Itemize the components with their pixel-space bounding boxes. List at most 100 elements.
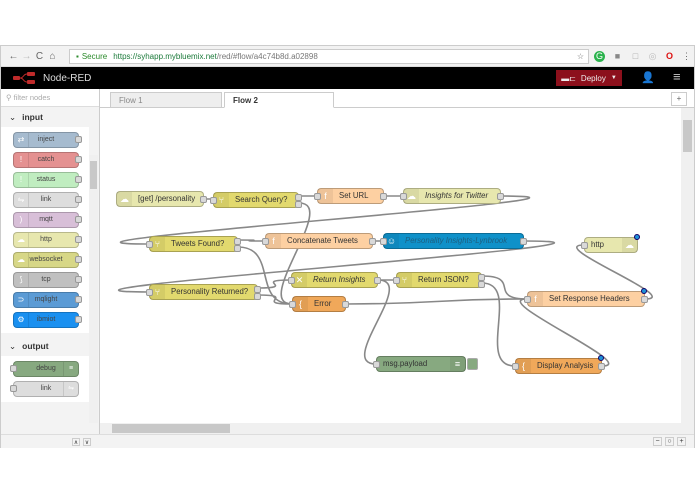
wire[interactable] — [237, 239, 266, 242]
hamburger-menu-icon[interactable]: ≡ — [673, 69, 681, 84]
wire[interactable] — [363, 279, 391, 365]
vertical-scrollbar[interactable] — [681, 108, 694, 423]
palette-node-inject[interactable]: ⇄inject — [13, 132, 82, 148]
flow-node-return-insights[interactable]: ✕Return Insights — [288, 272, 381, 288]
input-port[interactable] — [581, 242, 588, 249]
palette-node-websocket[interactable]: ☁websocket — [13, 252, 82, 268]
wire[interactable] — [119, 195, 531, 245]
extension-icon[interactable]: □ — [632, 51, 639, 61]
input-port[interactable] — [146, 289, 153, 296]
palette-scrollbar[interactable] — [89, 155, 98, 423]
input-port[interactable] — [400, 193, 407, 200]
output-port[interactable] — [641, 296, 648, 303]
palette-node-status[interactable]: !status — [13, 172, 82, 188]
zoom-reset-button[interactable]: ○ — [665, 437, 674, 446]
reload-icon[interactable]: C — [35, 50, 44, 62]
output-port[interactable] — [200, 196, 207, 203]
input-port[interactable] — [262, 238, 269, 245]
wire[interactable] — [237, 246, 293, 305]
input-port[interactable] — [314, 193, 321, 200]
input-port[interactable] — [146, 241, 153, 248]
wire[interactable] — [481, 275, 528, 300]
palette-node-ibmiot[interactable]: ⚙ibmiot — [13, 312, 82, 328]
flow-node-personality-returned[interactable]: ⑂Personality Returned? — [146, 284, 261, 300]
output-port[interactable] — [234, 238, 241, 245]
input-port[interactable] — [393, 277, 400, 284]
opera-icon[interactable]: O — [665, 51, 673, 61]
palette-category-output[interactable]: ⌄output — [1, 336, 99, 356]
deploy-button[interactable]: ▬⊏ Deploy ▼ — [556, 70, 622, 86]
output-port[interactable] — [478, 274, 485, 281]
palette-node-debug[interactable]: ≡debug — [10, 361, 79, 377]
wire[interactable] — [345, 298, 528, 305]
grammarly-icon[interactable]: G — [594, 51, 605, 62]
output-port[interactable] — [520, 238, 527, 245]
forward-icon[interactable]: → — [21, 50, 32, 62]
output-port[interactable] — [598, 363, 605, 370]
input-port[interactable] — [289, 301, 296, 308]
home-icon[interactable]: ⌂ — [49, 50, 56, 62]
flow-node-tweets-found[interactable]: ⑂Tweets Found? — [146, 236, 241, 252]
output-port[interactable] — [374, 277, 381, 284]
input-port[interactable] — [380, 238, 387, 245]
wire[interactable] — [257, 294, 293, 305]
input-port[interactable] — [524, 296, 531, 303]
output-port[interactable] — [295, 201, 302, 208]
output-port[interactable] — [254, 286, 261, 293]
browser-menu-icon[interactable]: ⋮ — [682, 51, 691, 61]
tab-flow-1[interactable]: Flow 1 — [110, 92, 222, 108]
flow-node-insights-for-twitter[interactable]: ☁Insights for Twitter — [400, 188, 504, 204]
palette-node-mqtt[interactable]: )mqtt — [13, 212, 82, 228]
bookmark-star-icon[interactable]: ☆ — [576, 52, 584, 61]
flow-node-search-query[interactable]: ⑂Search Query? — [210, 192, 302, 208]
tab-flow-2[interactable]: Flow 2 — [224, 92, 334, 108]
flow-node-display-analysis[interactable]: {Display Analysis — [512, 355, 605, 374]
output-port[interactable] — [478, 281, 485, 288]
palette-node-http[interactable]: ☁http — [13, 232, 82, 248]
wire[interactable] — [117, 240, 556, 293]
palette-node-catch[interactable]: !catch — [13, 152, 82, 168]
flow-node-get-personality[interactable]: ☁[get] /personality — [116, 191, 207, 207]
user-icon[interactable]: 👤 — [641, 72, 655, 84]
filter-nodes-input[interactable]: ⚲ filter nodes — [1, 89, 99, 107]
horizontal-scrollbar[interactable] — [100, 423, 694, 434]
zoom-out-button[interactable]: − — [653, 437, 662, 446]
output-port[interactable] — [369, 238, 376, 245]
extension-icon[interactable]: ◎ — [648, 51, 657, 61]
output-port[interactable] — [295, 194, 302, 201]
palette-node-link[interactable]: ⇋link — [10, 381, 79, 397]
flow-node-return-json[interactable]: ⑂Return JSON? — [393, 272, 485, 288]
flow-node-error[interactable]: {Error — [289, 296, 349, 312]
output-port[interactable] — [380, 193, 387, 200]
output-port[interactable] — [254, 293, 261, 300]
wire[interactable] — [481, 282, 516, 367]
expand-all-button[interactable]: ∨ — [83, 438, 91, 446]
debug-toggle-button[interactable] — [467, 358, 478, 370]
flow-node-msg-payload[interactable]: ≡msg.payload — [373, 356, 478, 372]
palette-node-tcp[interactable]: ⟆tcp — [13, 272, 82, 288]
extension-icon[interactable]: ■ — [614, 51, 621, 61]
wire[interactable] — [280, 202, 311, 305]
flow-node-http[interactable]: ☁http — [581, 234, 640, 253]
palette-node-link[interactable]: ⇋link — [13, 192, 82, 208]
flow-node-personality-insights-lynbrook[interactable]: ☺Personality Insights-Lynbrook — [380, 233, 527, 249]
add-flow-button[interactable]: + — [671, 92, 687, 106]
output-port[interactable] — [497, 193, 504, 200]
wire[interactable] — [257, 279, 292, 289]
input-port[interactable] — [512, 363, 519, 370]
address-bar[interactable]: ▪ Secure https://syhapp.mybluemix.net/re… — [69, 49, 589, 64]
palette-category-input[interactable]: ⌄input — [1, 107, 99, 127]
zoom-in-button[interactable]: + — [677, 437, 686, 446]
input-port[interactable] — [210, 197, 217, 204]
collapse-all-button[interactable]: ∧ — [72, 438, 80, 446]
wire[interactable] — [575, 244, 654, 300]
back-icon[interactable]: ← — [8, 50, 19, 62]
input-port[interactable] — [288, 277, 295, 284]
output-port[interactable] — [234, 245, 241, 252]
wire[interactable] — [519, 298, 610, 367]
palette-node-mqlight[interactable]: ⊃mqlight — [13, 292, 82, 308]
